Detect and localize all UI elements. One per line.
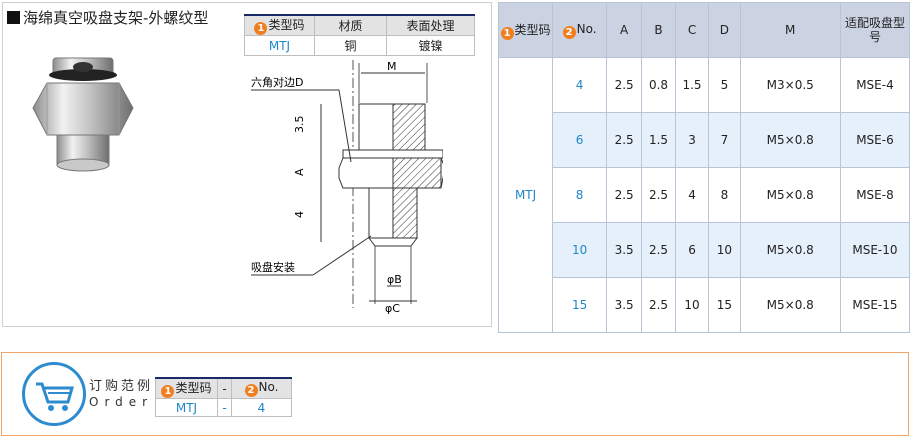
spec-cell-c: 4 <box>674 167 710 223</box>
dim-35-label: 3.5 <box>293 116 306 134</box>
spec-cell-d: 5 <box>708 57 741 113</box>
spec-cell-type: MTJ <box>497 57 554 333</box>
spec-cell-m: M5×0.8 <box>739 277 841 333</box>
spec-cell-m: M5×0.8 <box>739 222 841 278</box>
table-row: MTJ 4 2.5 0.8 1.5 5 M3×0.5 MSE-4 <box>497 57 910 333</box>
order-cell-type: MTJ <box>155 398 218 417</box>
product-photo <box>32 57 134 172</box>
material-cell-material: 铜 <box>314 35 387 56</box>
spec-header-a: A <box>606 2 643 58</box>
num-1-icon: 1 <box>500 26 514 40</box>
spec-cell-d: 8 <box>708 167 741 223</box>
spec-cell-pad: MSE-15 <box>839 277 910 333</box>
dim-phib-label: φB <box>387 273 402 286</box>
order-label-en: Order <box>89 395 154 409</box>
spec-cell-a: 3.5 <box>606 222 643 278</box>
table-row: 6 2.5 1.5 3 7 M5×0.8 MSE-6 <box>498 112 910 168</box>
spec-cell-c: 1.5 <box>674 57 710 113</box>
order-label-cn: 订购范例 <box>89 379 154 394</box>
spec-cell-b: 2.5 <box>641 222 676 278</box>
spec-cell-c: 3 <box>674 112 710 168</box>
dim-phic-label: φC <box>385 302 400 315</box>
spec-cell-c: 6 <box>674 222 710 278</box>
spec-header-b: B <box>641 2 676 58</box>
technical-drawing: M 3.5 A 4 六角对边D 吸盘安装 φB φC <box>251 60 443 315</box>
cart-icon <box>22 362 86 426</box>
spec-cell-b: 0.8 <box>641 57 676 113</box>
dim-pad-label: 吸盘安装 <box>251 260 295 274</box>
dim-m-label: M <box>387 60 397 73</box>
spec-cell-m: M5×0.8 <box>739 112 841 168</box>
spec-cell-b: 2.5 <box>641 167 676 223</box>
spec-cell-c: 10 <box>674 277 710 333</box>
dim-4-label: 4 <box>293 211 306 218</box>
spec-cell-a: 2.5 <box>606 112 643 168</box>
title-text: 海绵真空吸盘支架-外螺纹型 <box>23 9 209 27</box>
dim-a-label: A <box>293 168 306 176</box>
material-header-material: 材质 <box>314 14 387 36</box>
spec-cell-b: 2.5 <box>641 277 676 333</box>
spec-cell-no[interactable]: 10 <box>552 222 608 278</box>
spec-header-m: M <box>739 2 841 58</box>
spec-cell-a: 2.5 <box>606 167 643 223</box>
spec-cell-pad: MSE-4 <box>839 57 910 113</box>
spec-cell-no[interactable]: 4 <box>552 57 608 113</box>
num-1-icon: 1 <box>161 385 175 398</box>
material-cell-finish: 镀镍 <box>386 35 475 56</box>
spec-cell-m: M3×0.5 <box>739 57 841 113</box>
spec-cell-a: 3.5 <box>606 277 643 333</box>
spec-cell-d: 15 <box>708 277 741 333</box>
spec-cell-no[interactable]: 8 <box>552 167 608 223</box>
table-row: 10 3.5 2.5 6 10 M5×0.8 MSE-10 <box>498 222 910 278</box>
spec-cell-b: 1.5 <box>641 112 676 168</box>
dim-hex-label: 六角对边D <box>251 75 303 89</box>
spec-cell-d: 10 <box>708 222 741 278</box>
spec-header-pad: 适配吸盘型号 <box>839 2 910 58</box>
title-square-icon <box>7 11 20 24</box>
spec-cell-m: M5×0.8 <box>739 167 841 223</box>
num-2-icon: 2 <box>562 25 576 39</box>
num-2-icon: 2 <box>244 384 258 397</box>
spec-cell-no[interactable]: 6 <box>552 112 608 168</box>
spec-header-d: D <box>708 2 741 58</box>
table-row: 8 2.5 2.5 4 8 M5×0.8 MSE-8 <box>499 167 910 223</box>
product-title: 海绵真空吸盘支架-外螺纹型 <box>7 7 208 28</box>
spec-cell-pad: MSE-10 <box>839 222 910 278</box>
spec-cell-d: 7 <box>708 112 741 168</box>
spec-cell-no[interactable]: 15 <box>552 277 608 333</box>
num-1-icon: 1 <box>254 22 268 35</box>
material-cell-type: MTJ <box>244 35 315 56</box>
order-cell-no: 4 <box>231 398 292 417</box>
table-row: 15 3.5 2.5 10 15 M5×0.8 MSE-15 <box>499 277 910 333</box>
spec-cell-pad: MSE-6 <box>839 112 910 168</box>
spec-cell-a: 2.5 <box>606 57 643 113</box>
spec-cell-pad: MSE-8 <box>839 167 910 223</box>
order-header-dash: - <box>217 377 232 399</box>
spec-header-c: C <box>674 2 710 58</box>
material-header-finish: 表面处理 <box>386 14 475 36</box>
order-cell-dash: - <box>217 398 232 417</box>
